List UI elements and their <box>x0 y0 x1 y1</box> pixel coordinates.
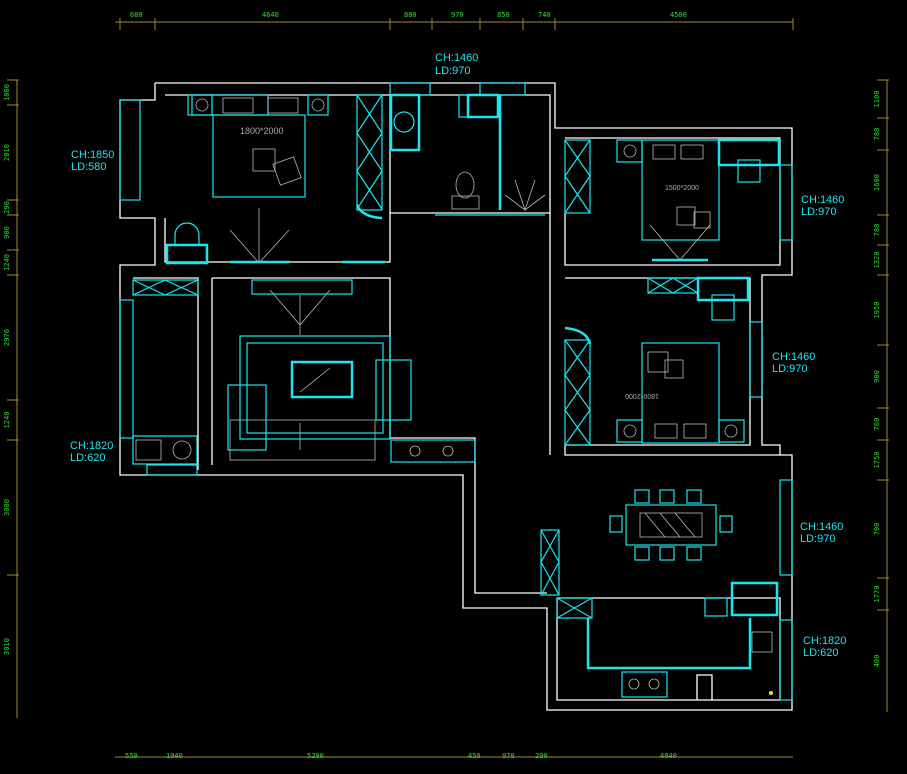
window-5-ch: CH:1460 <box>800 521 843 533</box>
dim-left-3: 900 <box>3 226 11 239</box>
dining-kitchen <box>540 489 779 700</box>
dim-top-4: 850 <box>497 11 510 19</box>
dimension-top: 680 4640 880 970 850 740 4500 <box>115 11 794 30</box>
dim-right-11: 400 <box>873 655 881 668</box>
dim-right-1: 780 <box>873 128 881 141</box>
window-labels: CH:1460 LD:970 CH:1850 LD:580 CH:1460 LD… <box>70 52 846 659</box>
dim-left-2: 290 <box>3 201 11 214</box>
third-bed-size: 1800*2000 <box>625 392 659 399</box>
dim-left-5: 2970 <box>3 329 11 346</box>
dim-bottom-4: 970 <box>502 752 515 760</box>
dining-chair <box>609 515 623 533</box>
window-3-ch: CH:1460 <box>772 351 815 363</box>
dim-left-0: 1000 <box>3 84 11 101</box>
window-1-ld: LD:580 <box>71 161 106 173</box>
dim-bottom-1: 1040 <box>166 752 183 760</box>
walls <box>119 82 793 711</box>
dining-chair <box>634 546 650 561</box>
bedroom-3: 1800*2000 <box>564 276 750 446</box>
dim-bottom-2: 5200 <box>307 752 324 760</box>
dining-chair <box>634 489 650 504</box>
dim-right-6: 900 <box>873 370 881 383</box>
window-5-ld: LD:970 <box>800 533 835 545</box>
window-0-ch: CH:1460 <box>435 52 478 64</box>
dim-bottom-6: 4840 <box>660 752 677 760</box>
dim-right-0: 1100 <box>873 91 881 108</box>
dim-right-5: 1950 <box>873 302 881 319</box>
master-bedroom: 1800*2000 <box>165 94 385 265</box>
window-6-ch: CH:1820 <box>803 635 846 647</box>
window-6-ld: LD:620 <box>803 647 838 659</box>
dining-chair <box>719 515 733 533</box>
dim-top-1: 4640 <box>262 11 279 19</box>
dim-right-8: 1750 <box>873 452 881 469</box>
dim-top-5: 740 <box>538 11 551 19</box>
dim-top-0: 680 <box>130 11 143 19</box>
dim-right-2: 1600 <box>873 174 881 191</box>
dim-top-3: 970 <box>451 11 464 19</box>
bathroom <box>389 93 546 216</box>
dim-right-7: 760 <box>873 418 881 431</box>
dim-right-3: 780 <box>873 224 881 237</box>
dim-right-10: 1770 <box>873 586 881 603</box>
dimension-bottom: 550 1040 5200 450 970 200 4840 <box>115 752 793 760</box>
window-2-ch: CH:1460 <box>801 194 844 206</box>
bedroom-2: 1500*2000 <box>564 138 781 262</box>
window-4-ch: CH:1820 <box>70 440 113 452</box>
dim-bottom-0: 550 <box>125 752 138 760</box>
dim-left-1: 2010 <box>3 144 11 161</box>
window-1-ch: CH:1850 <box>71 149 114 161</box>
dim-right-9: 790 <box>873 523 881 536</box>
window-3-ld: LD:970 <box>772 363 807 375</box>
window-2-ld: LD:970 <box>801 206 836 218</box>
dining-chair <box>659 546 675 561</box>
dim-left-6: 1240 <box>3 412 11 429</box>
dining-chair <box>686 489 702 504</box>
dimension-left: 1000 2010 290 900 1240 2970 1240 3000 3010 <box>3 79 19 718</box>
second-bed-size: 1500*2000 <box>665 185 699 192</box>
master-bed-size: 1800*2000 <box>240 126 284 136</box>
window-0-ld: LD:970 <box>435 65 470 77</box>
living-room <box>132 279 476 465</box>
dim-top-2: 880 <box>404 11 417 19</box>
dim-bottom-5: 200 <box>535 752 548 760</box>
windows <box>119 82 793 701</box>
dim-left-8: 3010 <box>3 638 11 655</box>
dim-left-7: 3000 <box>3 499 11 516</box>
dim-top-6: 4500 <box>670 11 687 19</box>
dining-chair <box>686 546 702 561</box>
dimension-right: 1100 780 1600 780 1320 1950 900 760 1750 790 1770 4… <box>873 79 889 712</box>
dim-bottom-3: 450 <box>468 752 481 760</box>
dim-left-4: 1240 <box>3 254 11 271</box>
dining-chair <box>659 489 675 504</box>
dim-right-4: 1320 <box>873 252 881 269</box>
window-4-ld: LD:620 <box>70 452 105 464</box>
